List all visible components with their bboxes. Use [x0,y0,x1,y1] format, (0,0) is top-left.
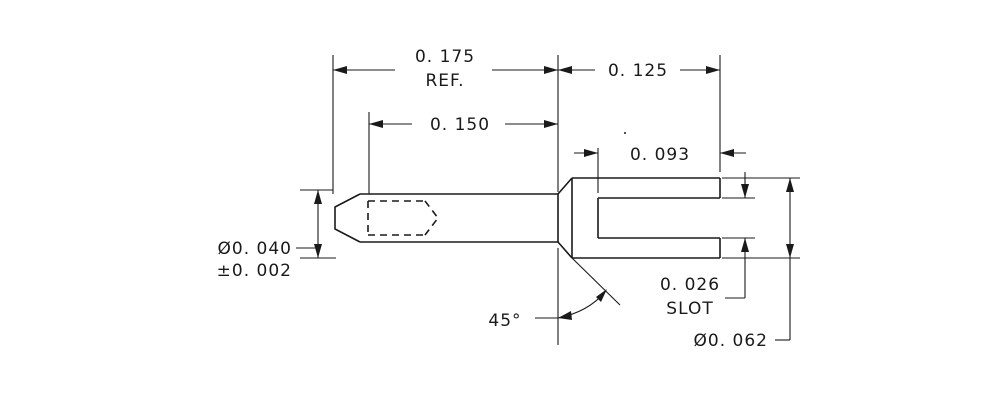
hidden-drill-hole [367,200,440,236]
dim-tail-length-value: 0. 125 [608,61,668,81]
dim-tail-diameter: Ø0. 062 [694,178,794,351]
dim-tip-tolerance: ±0. 002 [217,261,292,281]
dim-overall-length-note: REF. [425,71,464,91]
dim-slot-depth-value: 0. 093 [630,145,690,165]
paper-speck [624,132,626,134]
dim-chamfer-angle-value: 45° [488,311,521,331]
dim-body-length: 0. 150 [369,115,558,135]
dim-tail-length: 0. 125 [558,61,720,81]
dim-slot-depth: 0. 093 [574,145,746,165]
dim-chamfer-angle: 45° [488,257,621,331]
dim-overall-length: 0. 175 REF. [333,47,558,91]
dim-slot-width-value: 0. 026 [660,275,720,295]
dim-tail-diameter-value: Ø0. 062 [694,331,768,351]
dim-tip-diameter-value: Ø0. 040 [218,239,292,259]
dim-body-length-value: 0. 150 [430,115,490,135]
extension-lines [300,55,800,345]
pin-outline [334,177,721,259]
dim-slot-label: SLOT [666,299,713,319]
dim-tip-diameter: Ø0. 040 ±0. 002 [217,190,322,281]
dim-slot-width: 0. 026 SLOT [660,172,749,319]
dim-overall-length-value: 0. 175 [415,47,475,67]
